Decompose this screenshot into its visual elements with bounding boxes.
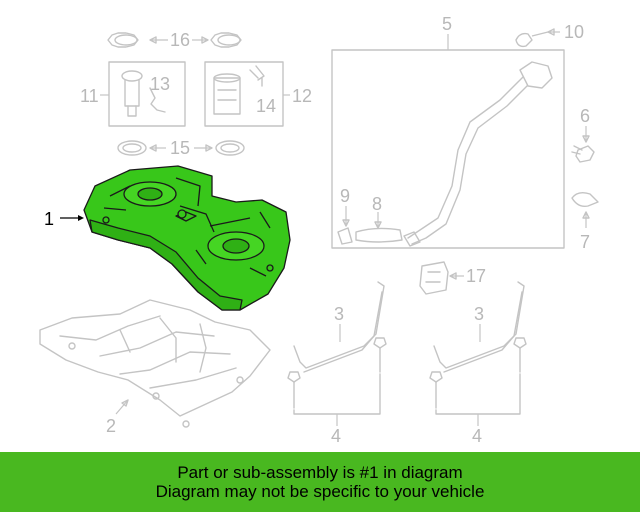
callout-12: 12 bbox=[292, 86, 312, 106]
callout-2: 2 bbox=[106, 416, 116, 436]
callout-16: 16 bbox=[170, 30, 190, 50]
callout-8: 8 bbox=[372, 194, 382, 214]
lock-ring-group-15: 15 bbox=[117, 138, 245, 158]
callout-10: 10 bbox=[564, 22, 584, 42]
strap-set-right: 3 4 bbox=[429, 281, 527, 446]
callout-14: 14 bbox=[256, 96, 276, 116]
callout-7: 7 bbox=[580, 232, 590, 252]
callout-1: 1 bbox=[44, 209, 54, 229]
clip-part-7: 7 bbox=[571, 191, 599, 252]
filler-pipe-box-5: 5 8 9 bbox=[331, 14, 565, 249]
callout-11: 11 bbox=[80, 86, 99, 106]
callout-4b: 4 bbox=[472, 426, 482, 446]
callout-6: 6 bbox=[580, 106, 590, 126]
lock-ring-group-16: 16 bbox=[107, 30, 242, 50]
parts-diagram: 16 11 13 12 14 15 bbox=[39, 14, 599, 446]
tether-part-10: 10 bbox=[515, 22, 584, 48]
callout-15: 15 bbox=[170, 138, 190, 158]
banner-line-1: Part or sub-assembly is #1 in diagram bbox=[177, 463, 463, 482]
info-banner: Part or sub-assembly is #1 in diagram Di… bbox=[0, 452, 640, 512]
sending-unit-box-11: 11 13 bbox=[80, 61, 186, 127]
callout-4a: 4 bbox=[331, 426, 341, 446]
strap-set-left: 3 4 bbox=[287, 281, 387, 446]
heat-shield-part-2: 2 bbox=[39, 299, 271, 436]
callout-5: 5 bbox=[442, 14, 452, 34]
fuel-tank-part-1[interactable]: 1 bbox=[44, 165, 291, 311]
bracket-part-17: 17 bbox=[419, 261, 486, 295]
fuel-pump-box-12: 12 14 bbox=[204, 61, 312, 127]
callout-9: 9 bbox=[340, 186, 350, 206]
callout-13: 13 bbox=[150, 74, 170, 94]
callout-3a: 3 bbox=[334, 304, 344, 324]
banner-line-2: Diagram may not be specific to your vehi… bbox=[155, 482, 485, 501]
callout-3b: 3 bbox=[474, 304, 484, 324]
bolt-part-6: 6 bbox=[571, 106, 595, 163]
callout-17: 17 bbox=[466, 266, 486, 286]
